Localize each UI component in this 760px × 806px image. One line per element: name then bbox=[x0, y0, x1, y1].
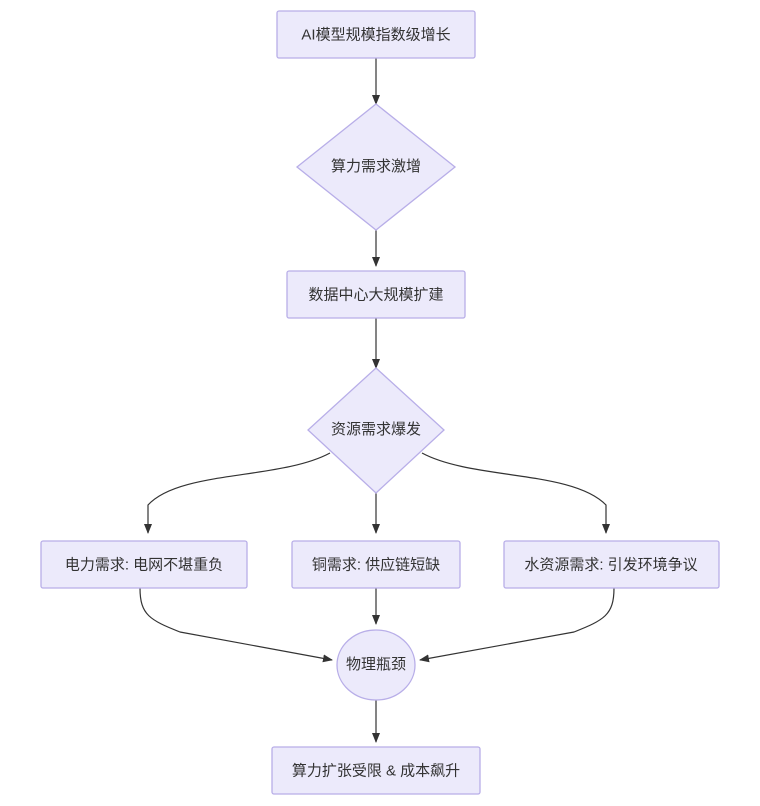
node-compute-expansion-limited[interactable]: 算力扩张受限 & 成本飙升 bbox=[271, 746, 481, 795]
node-shape-rectangle bbox=[291, 540, 461, 589]
node-shape-rectangle bbox=[271, 746, 481, 795]
node-label: 数据中心大规模扩建 bbox=[308, 286, 443, 303]
node-label: 资源需求爆发 bbox=[331, 421, 421, 438]
edge-n4-n5 bbox=[144, 452, 331, 534]
node-shape-circle bbox=[336, 629, 416, 701]
node-resource-demand-explosion[interactable]: 资源需求爆发 bbox=[307, 367, 445, 494]
node-physical-bottleneck[interactable]: 物理瓶颈 bbox=[336, 629, 416, 701]
node-label: 电力需求: 电网不堪重负 bbox=[65, 556, 223, 573]
node-shape-diamond bbox=[295, 103, 457, 231]
node-shape-rectangle bbox=[286, 270, 466, 319]
node-power-demand[interactable]: 电力需求: 电网不堪重负 bbox=[40, 540, 248, 589]
edge-n7-n8 bbox=[419, 587, 615, 663]
node-label: 铜需求: 供应链短缺 bbox=[312, 555, 440, 573]
node-shape-rectangle bbox=[276, 10, 476, 59]
edge-n4-n7 bbox=[421, 452, 610, 534]
node-label: 水资源需求: 引发环境争议 bbox=[524, 555, 697, 573]
node-shape-rectangle bbox=[40, 540, 248, 589]
node-label: 算力扩张受限 & 成本飙升 bbox=[292, 761, 460, 779]
edge-layer bbox=[139, 58, 615, 743]
edge-n5-n8 bbox=[139, 587, 333, 663]
node-label: 物理瓶颈 bbox=[346, 656, 406, 673]
node-datacenter-expansion[interactable]: 数据中心大规模扩建 bbox=[286, 270, 466, 319]
node-label: AI模型规模指数级增长 bbox=[301, 26, 450, 43]
node-compute-demand-surge[interactable]: 算力需求激增 bbox=[295, 103, 457, 231]
node-water-demand[interactable]: 水资源需求: 引发环境争议 bbox=[503, 540, 720, 589]
node-shape-diamond bbox=[307, 367, 445, 494]
node-label: 算力需求激增 bbox=[331, 157, 421, 175]
node-copper-demand[interactable]: 铜需求: 供应链短缺 bbox=[291, 540, 461, 589]
node-shape-rectangle bbox=[503, 540, 720, 589]
node-ai-model-growth[interactable]: AI模型规模指数级增长 bbox=[276, 10, 476, 59]
